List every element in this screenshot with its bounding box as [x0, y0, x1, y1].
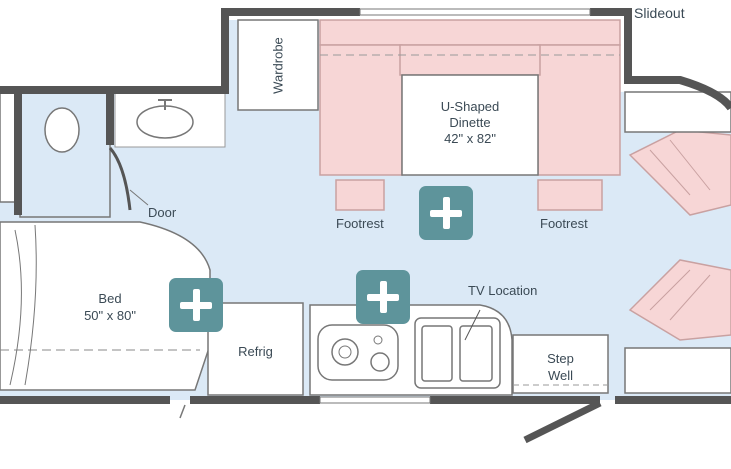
floor-window: [319, 396, 431, 404]
entry-door: [523, 399, 602, 444]
cab-seats: [628, 129, 731, 341]
plus-icon[interactable]: [169, 278, 223, 332]
slideout-window: [359, 8, 591, 16]
footrest-right-label: Footrest: [540, 216, 588, 231]
sink-basin: [136, 105, 194, 139]
door-label: Door: [148, 205, 177, 220]
step-well: [512, 334, 609, 394]
refrig-label: Refrig: [238, 344, 273, 359]
cab-dash-lower: [624, 347, 731, 394]
walls: [0, 8, 731, 404]
footrest-left-label: Footrest: [336, 216, 384, 231]
wardrobe-label: Wardrobe: [270, 37, 286, 94]
dinette-seating: [319, 19, 621, 211]
bed-label: Bed 50" x 80": [84, 291, 136, 323]
dinette-label: U-Shaped Dinette 42" x 82": [440, 99, 500, 146]
wardrobe: [237, 19, 319, 111]
bath-door-swing: [108, 147, 132, 211]
slideout-label: Slideout: [634, 5, 685, 21]
plus-icon[interactable]: [419, 186, 473, 240]
kitchen-sink: [414, 317, 501, 389]
faucet-icon: [158, 99, 172, 110]
cab-dash-upper: [624, 91, 731, 133]
step-well-label: Step Well: [547, 351, 574, 383]
refrigerator: [207, 302, 304, 396]
toilet-bowl: [44, 107, 80, 153]
dinette-table: [401, 74, 539, 176]
plus-icon[interactable]: [356, 270, 410, 324]
tv-location-label: TV Location: [468, 283, 538, 298]
